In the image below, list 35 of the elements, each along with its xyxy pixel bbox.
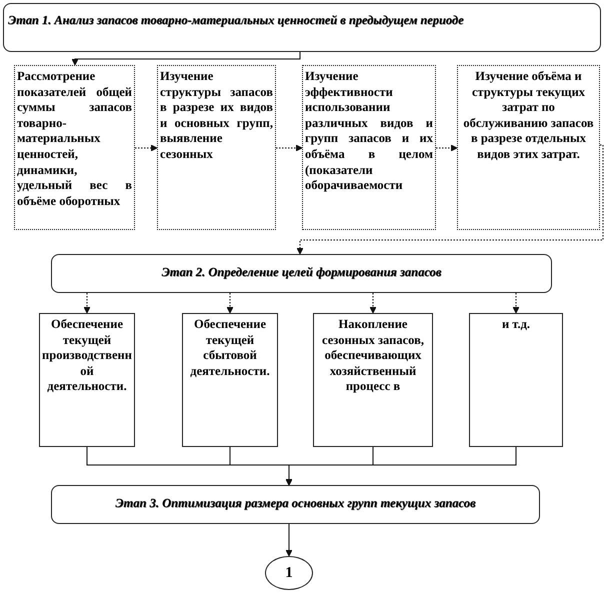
arrow xyxy=(226,292,234,314)
box-text: Рассмотрение показателей общей суммы запасов товарно-материальных ценностей, динамики, удельный вес в объёме оборотных xyxy=(17,69,132,210)
stage-box xyxy=(3,3,601,52)
page-connector-number: 1 xyxy=(285,564,293,582)
stage-box xyxy=(51,254,552,293)
box-text: Изучение эффективности использовании различных видов и групп запасов и их объёма в целом (показатели оборачиваемости xyxy=(305,69,433,194)
box-text: и т.д. xyxy=(500,317,532,333)
stage-heading: Этап 3. Оптимизация размера основных групп текущих запасов xyxy=(114,496,477,511)
arrow xyxy=(286,524,292,556)
stage-heading: Этап 2. Определение целей формирования запасов xyxy=(160,265,442,280)
process-box xyxy=(157,65,276,230)
box-text: Изучение структуры запасов в разрезе их видов и основных групп, выявление сезонных xyxy=(160,69,273,163)
box-text: Накопление сезонных запасов, обеспечивающих хозяйственный процесс в xyxy=(321,317,425,395)
arrow xyxy=(72,52,300,66)
arrow xyxy=(296,144,604,254)
process-box xyxy=(14,65,135,230)
arrow xyxy=(512,292,520,314)
connector-ellipse xyxy=(265,556,313,590)
arrow xyxy=(436,144,458,152)
box-text: Обеспечение текущей производственной деятельности. xyxy=(42,317,132,395)
process-box xyxy=(457,65,600,230)
arrow xyxy=(286,446,516,486)
process-box xyxy=(313,313,433,447)
process-box xyxy=(39,313,135,447)
process-box xyxy=(302,65,436,230)
arrow xyxy=(370,292,376,314)
box-text: Обеспечение текущей сбытовой деятельности. xyxy=(189,317,271,380)
arrow xyxy=(84,292,90,314)
box-text: Изучение объёма и структуры текущих затрат по обслуживанию запасов в разрезе отдельных видов этих затрат. xyxy=(462,69,595,163)
process-box xyxy=(182,313,278,447)
process-box xyxy=(469,313,563,447)
arrow xyxy=(276,144,302,152)
arrow xyxy=(134,144,158,152)
stage-box xyxy=(51,485,540,524)
stage-heading: Этап 1. Анализ запасов товарно-материальных ценностей в предыдущем периоде xyxy=(8,13,465,28)
